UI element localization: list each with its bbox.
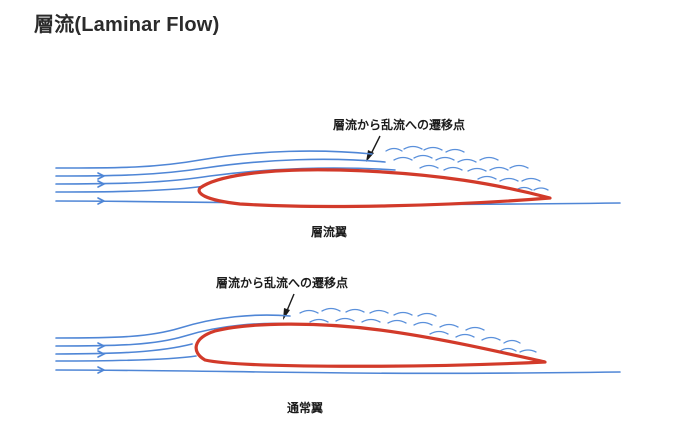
wing-type-label: 通常翼 <box>287 400 323 415</box>
laminar-streamlines <box>55 314 621 375</box>
conventional-airfoil <box>194 322 547 368</box>
turbulent-eddies <box>299 307 537 353</box>
conventional-wing-diagram: 層流から乱流への遷移点 <box>55 275 621 415</box>
wing-type-label: 層流翼 <box>311 224 347 239</box>
transition-pointer-arrow <box>366 135 381 162</box>
transition-pointer-arrow <box>283 293 295 320</box>
transition-point-label: 層流から乱流への遷移点 <box>216 275 348 290</box>
transition-point-label: 層流から乱流への遷移点 <box>333 117 465 132</box>
laminar-wing-diagram: 層流から乱流への遷移点 <box>55 117 621 239</box>
page-title: 層流(Laminar Flow) <box>34 14 220 36</box>
laminar-airfoil <box>197 168 552 209</box>
turbulent-eddies <box>385 145 549 191</box>
